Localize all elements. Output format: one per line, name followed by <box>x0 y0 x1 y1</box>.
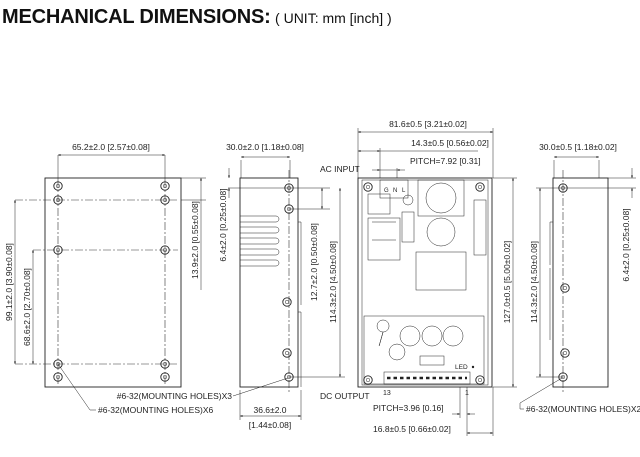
transformer <box>417 179 465 217</box>
mounting-hole <box>558 183 570 382</box>
ac-offset-dim: 14.3±0.5 [0.56±0.02] <box>411 138 489 148</box>
dc-pitch-dim: PITCH=3.96 [0.16] <box>373 403 444 413</box>
led-label: LED <box>455 364 468 371</box>
page-title: MECHANICAL DIMENSIONS: ( UNIT: mm [inch]… <box>2 6 392 29</box>
right-side-outline <box>552 177 609 388</box>
left-side-width-dim: 30.0±2.0 [1.18±0.08] <box>226 142 304 152</box>
offset-2-dim: 12.7±2.0 [0.50±0.08] <box>309 223 319 301</box>
right-side-view: 30.0±0.5 [1.18±0.02] 114.3±2.0 [4.50±0.0… <box>519 142 640 414</box>
left-top-offset-dim: 6.4±2.0 [0.25±0.08] <box>218 188 228 261</box>
pcb-width-dim: 81.6±0.5 [3.21±0.02] <box>389 119 467 129</box>
mounting-holes-x2-label: #6-32(MOUNTING HOLES)X2 <box>526 404 640 414</box>
svg-text:G: G <box>384 188 389 194</box>
dc-output-connector <box>383 371 471 385</box>
depth-mm-dim: 36.6±2.0 <box>253 405 286 415</box>
hole-span-inner-dim: 68.6±2.0 [2.70±0.08] <box>22 268 32 346</box>
right-top-offset-dim: 6.4±2.0 [0.25±0.08] <box>621 208 631 281</box>
bottom-view-outline <box>44 177 182 388</box>
inductor <box>415 251 467 291</box>
depth-inch-dim: [1.44±0.08] <box>249 420 291 430</box>
led-indicator <box>471 365 475 369</box>
bottom-view: 65.2±2.0 [2.57±0.08] 99.1±2.0 [3.90±0.08… <box>4 142 214 415</box>
heatsink <box>473 199 487 256</box>
svg-text:N: N <box>393 188 397 194</box>
ac-pitch-dim: PITCH=7.92 [0.31] <box>410 156 481 166</box>
left-side-outline <box>239 177 299 388</box>
dc-offset-dim: 16.8±0.5 [0.66±0.02] <box>373 424 451 434</box>
mounting-hole <box>282 183 294 382</box>
dc-output-label: DC OUTPUT <box>320 391 370 401</box>
svg-text:L: L <box>402 188 406 194</box>
output-section <box>363 315 485 385</box>
left-side-view: 30.0±2.0 [1.18±0.08] 6.4±2.0 [0.25±0.08]… <box>117 142 345 430</box>
left-hole-span-dim: 114.3±2.0 [4.50±0.08] <box>328 241 338 323</box>
title-main: MECHANICAL DIMENSIONS: <box>2 6 271 28</box>
bottom-width-dim: 65.2±2.0 [2.57±0.08] <box>72 142 150 152</box>
rectifier <box>367 217 401 261</box>
mounting-holes-x3-label: #6-32(MOUNTING HOLES)X3 <box>117 391 233 401</box>
heatsink-fins <box>240 215 280 267</box>
mounting-holes-x6-label: #6-32(MOUNTING HOLES)X6 <box>98 405 214 415</box>
pcb-outline <box>357 177 493 388</box>
pcb-length-dim: 127.0±0.5 [5.00±0.02] <box>502 241 512 324</box>
capacitor <box>426 217 456 247</box>
pin-13-label: 13 <box>383 390 391 397</box>
title-unit: ( UNIT: mm [inch] ) <box>275 10 392 26</box>
ac-input-label: AC INPUT <box>320 164 360 174</box>
hole-span-outer-dim: 99.1±2.0 [3.90±0.08] <box>4 243 14 321</box>
mounting-hole <box>53 181 170 382</box>
top-offset-dim: 13.9±2.0 [0.55±0.08] <box>190 201 200 279</box>
right-hole-span-dim: 114.3±2.0 [4.50±0.08] <box>529 241 539 323</box>
right-side-width-dim: 30.0±0.5 [1.18±0.02] <box>539 142 617 152</box>
